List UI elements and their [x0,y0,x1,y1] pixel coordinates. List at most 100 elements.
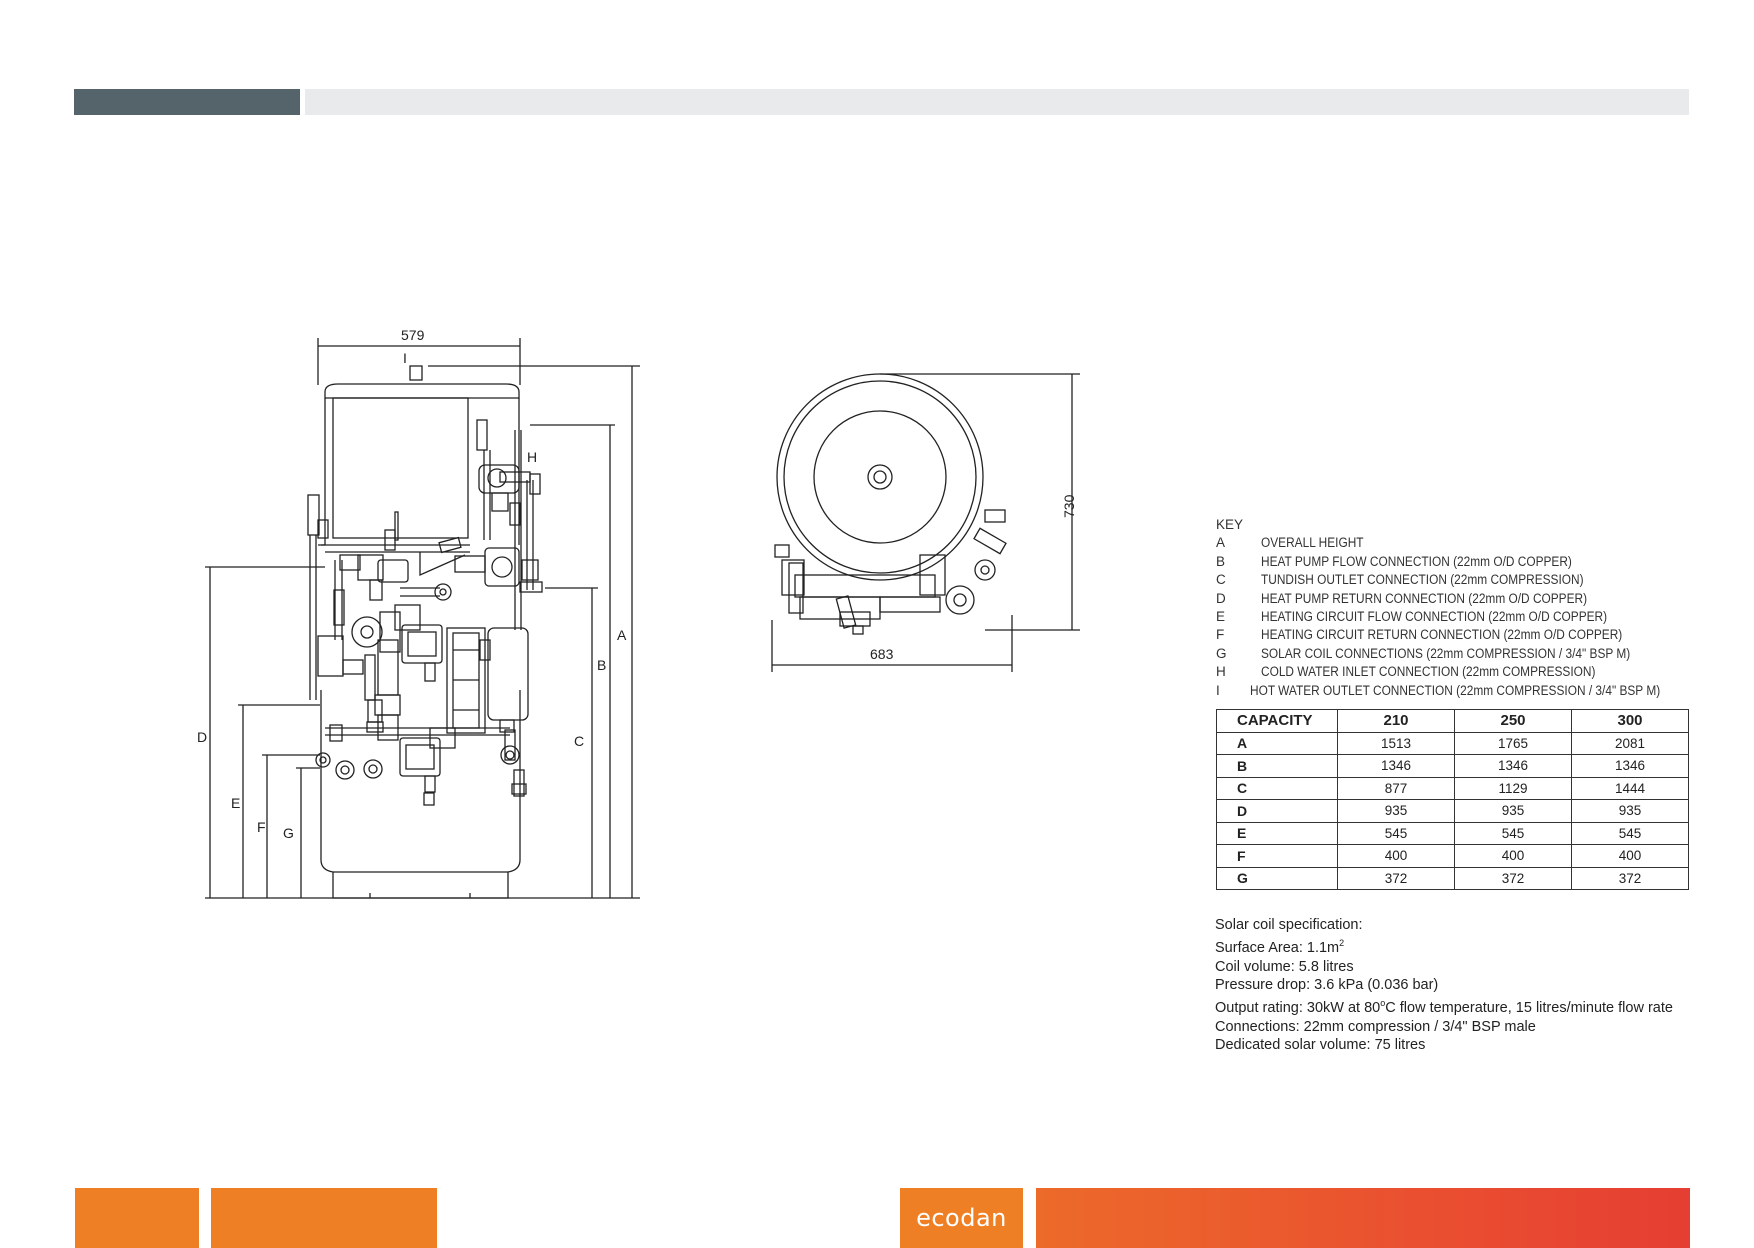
degree-superscript: o [1380,998,1386,1009]
table-cell: 1346 [1571,754,1689,778]
table-cell: 400 [1571,844,1689,868]
key-title: KEY [1216,517,1244,532]
key-item: H COLD WATER INLET CONNECTION (22mm COMPR… [1216,663,1716,681]
key-letter: H [1216,664,1226,680]
footer-gradient-bar [1036,1188,1690,1248]
table-header: CAPACITY [1216,709,1338,733]
surface-area-text: Surface Area: 1.1m [1215,940,1340,957]
key-legend: KEY A OVERALL HEIGHT B HEAT PUMP FLOW CONN… [1216,516,1716,700]
footer-orange-block-1 [75,1188,199,1248]
key-desc: OVERALL HEIGHT [1261,535,1364,551]
header-bar-dark [74,89,300,115]
table-cell: 400 [1454,844,1572,868]
table-cell: 372 [1454,866,1572,890]
key-desc: HEAT PUMP FLOW CONNECTION (22mm O/D COPP… [1261,553,1572,569]
dim-letter-c: C [574,733,584,749]
table-cell: 1765 [1454,731,1572,755]
key-letter: D [1216,590,1226,606]
table-cell: 372 [1571,866,1689,890]
row-label: B [1216,754,1338,778]
solar-spec-title: Solar coil specification: [1215,917,1363,933]
row-label: C [1216,776,1338,800]
top-depth-label: 730 [1061,494,1077,518]
ecodan-logo: ecodan [900,1188,1023,1248]
table-header: 250 [1454,709,1572,733]
key-item: C TUNDISH OUTLET CONNECTION (22mm COMPRES… [1216,571,1716,589]
table-cell: 545 [1571,821,1689,845]
table-cell: 935 [1454,799,1572,823]
top-width-label: 683 [870,646,894,662]
table-cell: 2081 [1571,731,1689,755]
label-i: I [403,350,407,366]
key-letter: C [1216,572,1226,588]
dim-letter-f: F [257,819,266,835]
key-item: F HEATING CIRCUIT RETURN CONNECTION (22mm… [1216,626,1716,644]
width-dimension-label: 579 [401,327,425,343]
table-cell: 372 [1337,866,1455,890]
table-cell: 545 [1454,821,1572,845]
row-label: G [1216,866,1338,890]
table-cell: 545 [1337,821,1455,845]
key-desc: HEATING CIRCUIT RETURN CONNECTION (22mm … [1261,627,1623,643]
solar-surface-area: Surface Area: 1.1m2 [1215,934,1673,957]
table-cell: 935 [1571,799,1689,823]
solar-coil-specification: Solar coil specification: Surface Area: … [1215,916,1673,1055]
table-header: 300 [1571,709,1689,733]
solar-connections: Connections: 22mm compression / 3/4" BSP… [1215,1018,1536,1035]
key-item: E HEATING CIRCUIT FLOW CONNECTION (22mm O… [1216,608,1716,626]
dim-letter-e: E [231,795,240,811]
header-bar-light [305,89,1689,115]
top-view-drawing [771,373,1080,672]
key-letter: F [1216,627,1225,643]
row-label: F [1216,844,1338,868]
key-desc: TUNDISH OUTLET CONNECTION (22mm COMPRESS… [1261,572,1584,588]
table-cell: 1444 [1571,776,1689,800]
key-desc: HEATING CIRCUIT FLOW CONNECTION (22mm O/… [1261,609,1608,625]
dim-letter-g: G [283,825,294,841]
table-cell: 1513 [1337,731,1455,755]
key-desc: COLD WATER INLET CONNECTION (22mm COMPRE… [1261,664,1596,680]
table-cell: 1346 [1337,754,1455,778]
key-letter: B [1216,553,1226,569]
table-cell: 400 [1337,844,1455,868]
key-letter: E [1216,609,1226,625]
table-header-row: CAPACITY 210 250 300 [1216,709,1689,733]
logo-text: ecodan [916,1204,1007,1232]
label-h: H [527,449,537,465]
solar-coil-volume: Coil volume: 5.8 litres [1215,958,1354,975]
key-desc: HOT WATER OUTLET CONNECTION (22mm COMPRE… [1249,682,1661,698]
row-label: D [1216,799,1338,823]
solar-output-rating: Output rating: 30kW at 80oC flow tempera… [1215,994,1673,1017]
dim-letter-b: B [597,657,606,673]
dim-letter-d: D [197,729,207,745]
output-rating-text: Output rating: 30kW at 80 [1215,1000,1381,1017]
table-header: 210 [1337,709,1455,733]
key-letter: I [1216,682,1220,698]
row-label: E [1216,821,1338,845]
table-cell: 1346 [1454,754,1572,778]
row-label: A [1216,731,1338,755]
key-item: B HEAT PUMP FLOW CONNECTION (22mm O/D COP… [1216,553,1716,571]
key-desc: HEAT PUMP RETURN CONNECTION (22mm O/D CO… [1261,590,1588,606]
output-rating-text-end: C flow temperature, 15 litres/minute flo… [1385,1000,1673,1017]
key-item: A OVERALL HEIGHT [1216,534,1716,552]
key-item: D HEAT PUMP RETURN CONNECTION (22mm O/D C… [1216,590,1716,608]
key-letter: G [1216,645,1227,661]
table-cell: 935 [1337,799,1455,823]
key-item: I HOT WATER OUTLET CONNECTION (22mm COMPR… [1216,682,1716,700]
key-letter: A [1216,535,1226,551]
front-view-drawing [205,338,640,899]
table-cell: 877 [1337,776,1455,800]
solar-dedicated-volume: Dedicated solar volume: 75 litres [1215,1037,1426,1054]
solar-pressure-drop: Pressure drop: 3.6 kPa (0.036 bar) [1215,977,1439,994]
surface-area-superscript: 2 [1339,938,1345,949]
